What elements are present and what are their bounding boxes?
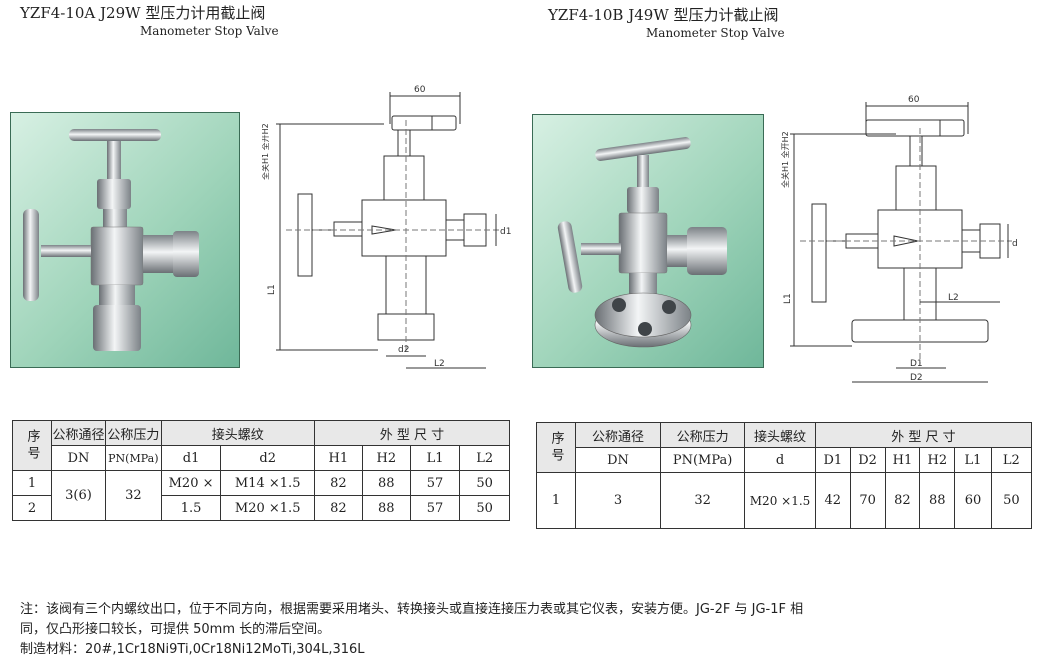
left-col-dims: 外 型 尺 寸 xyxy=(313,420,511,446)
left-col-d1: d1 xyxy=(160,445,222,471)
right-dim-l1: L1 xyxy=(783,293,793,304)
right-col-dims: 外 型 尺 寸 xyxy=(814,422,1033,448)
left-technical-drawing: 60 全关H1 全开H2 L1 d1 d2 L2 xyxy=(262,85,511,369)
right-col-L2: L2 xyxy=(990,447,1033,473)
left-table-header-row2: DN PN(MPa) d1 d2 H1 H2 L1 L2 xyxy=(13,445,510,471)
right-col-pn: PN(MPa) xyxy=(660,447,746,473)
right-valve-illustration xyxy=(557,137,727,348)
left-row2-l2: 50 xyxy=(459,495,510,521)
left-d1-value-b: 1.5 xyxy=(160,495,222,521)
left-dim-d1: d1 xyxy=(500,227,511,237)
right-row1-d: M20 ×1.5 xyxy=(744,472,816,529)
right-col-d: d xyxy=(744,447,816,473)
left-valve-photo xyxy=(10,112,240,368)
left-col-seq: 序号 xyxy=(12,420,52,471)
left-dim-l2: L2 xyxy=(434,359,445,369)
table-row: 2 1.5 M20 ×1.5 82 88 57 50 xyxy=(12,495,510,521)
left-col-l2: L2 xyxy=(459,445,510,471)
left-dim-l1: L1 xyxy=(267,284,277,295)
right-row1-pn: 32 xyxy=(660,472,746,529)
right-dim-top: 60 xyxy=(908,95,920,105)
right-row1-D2: 70 xyxy=(849,472,886,529)
left-row1-l2: 50 xyxy=(459,470,510,496)
left-col-dn: DN xyxy=(51,445,106,471)
right-col-H1: H1 xyxy=(884,447,921,473)
right-row1-L2: 50 xyxy=(990,472,1033,529)
table-row: 1 3(6) 32 M20 × M14 ×1.5 82 88 57 50 xyxy=(12,470,510,521)
left-col-h2: H2 xyxy=(361,445,411,471)
right-table-header-row2: DN PN(MPa) d D1 D2 H1 H2 L1 L2 xyxy=(537,447,1033,473)
right-col-L1: L1 xyxy=(954,447,992,473)
right-col-D1: D1 xyxy=(814,447,851,473)
right-col-H2: H2 xyxy=(919,447,956,473)
right-dim-l2: L2 xyxy=(948,293,959,303)
right-row1-H2: 88 xyxy=(919,472,956,529)
right-valve-photo xyxy=(532,114,764,368)
left-row1-seq: 1 xyxy=(12,470,52,496)
right-model-title: YZF4-10B J49W 型压力计截止阀 xyxy=(548,6,779,24)
left-row2-seq: 2 xyxy=(12,495,52,521)
left-row1-d2: M14 ×1.5 xyxy=(220,470,315,496)
left-table-header-row1: 序号 公称通径 公称压力 接头螺纹 外 型 尺 寸 xyxy=(12,420,511,471)
right-col-D2: D2 xyxy=(849,447,886,473)
left-dim-d2: d2 xyxy=(398,345,409,355)
left-row1-h2: 88 xyxy=(361,470,411,496)
left-col-d2: d2 xyxy=(220,445,315,471)
left-row1-l1: 57 xyxy=(409,470,461,496)
right-table-header-row1: 序号 公称通径 公称压力 接头螺纹 外 型 尺 寸 xyxy=(536,422,1033,473)
left-valve-illustration xyxy=(23,129,199,351)
left-row2-d2: M20 ×1.5 xyxy=(220,495,315,521)
left-dim-h: 全关H1 全开H2 xyxy=(262,123,270,180)
right-col-dn: DN xyxy=(574,447,662,473)
left-dn-value: 3(6) xyxy=(51,470,106,521)
left-col-h1: H1 xyxy=(313,445,363,471)
table-row: 1 3 32 M20 ×1.5 42 70 82 88 60 50 xyxy=(536,472,1033,529)
right-technical-drawing: 60 全关H1 全开H2 L1 d L2 D1 D2 xyxy=(780,95,1018,383)
note-line-2: 同，仅凸形接口较长，可提供 50mm 长的滞后空间。 xyxy=(20,622,331,637)
right-col-dn-cn: 公称通径 xyxy=(574,422,662,448)
left-col-dn-cn: 公称通径 xyxy=(51,420,106,446)
right-row1-D1: 42 xyxy=(814,472,851,529)
left-col-pn-cn: 公称压力 xyxy=(105,420,162,446)
left-row2-h2: 88 xyxy=(361,495,411,521)
note-line-1: 注：该阀有三个内螺纹出口，位于不同方向，根据需要采用堵头、转换接头或直接连接压力… xyxy=(20,602,804,617)
right-dim-d: d xyxy=(1012,239,1018,249)
right-col-pn-cn: 公称压力 xyxy=(660,422,746,448)
right-col-thread: 接头螺纹 xyxy=(744,422,816,448)
left-row2-h1: 82 xyxy=(313,495,363,521)
right-row1-H1: 82 xyxy=(884,472,921,529)
right-row1-dn: 3 xyxy=(574,472,662,529)
note-materials: 制造材料：20#,1Cr18Ni9Ti,0Cr18Ni12MoTi,304L,3… xyxy=(20,642,365,657)
left-pn-value: 32 xyxy=(105,470,162,521)
left-col-thread: 接头螺纹 xyxy=(160,420,315,446)
right-row1-seq: 1 xyxy=(536,472,576,529)
left-col-l1: L1 xyxy=(409,445,461,471)
right-model-subtitle: Manometer Stop Valve xyxy=(646,26,785,40)
left-d1-value-a: M20 × xyxy=(160,470,222,496)
right-dim-D1: D1 xyxy=(910,359,923,369)
left-model-title: YZF4-10A J29W 型压力计用截止阀 xyxy=(20,4,266,22)
right-dim-h: 全关H1 全开H2 xyxy=(780,131,790,188)
left-dim-top: 60 xyxy=(414,85,426,95)
right-col-seq: 序号 xyxy=(536,422,576,473)
left-model-subtitle: Manometer Stop Valve xyxy=(140,24,279,38)
left-spec-table: 序号 公称通径 公称压力 接头螺纹 外 型 尺 寸 DN PN(MPa) d1 … xyxy=(12,420,511,521)
left-row2-l1: 57 xyxy=(409,495,461,521)
left-row1-h1: 82 xyxy=(313,470,363,496)
right-dim-D2: D2 xyxy=(910,373,923,383)
left-col-pn: PN(MPa) xyxy=(105,445,162,471)
right-spec-table: 序号 公称通径 公称压力 接头螺纹 外 型 尺 寸 DN PN(MPa) d D… xyxy=(536,422,1033,529)
right-row1-L1: 60 xyxy=(954,472,992,529)
